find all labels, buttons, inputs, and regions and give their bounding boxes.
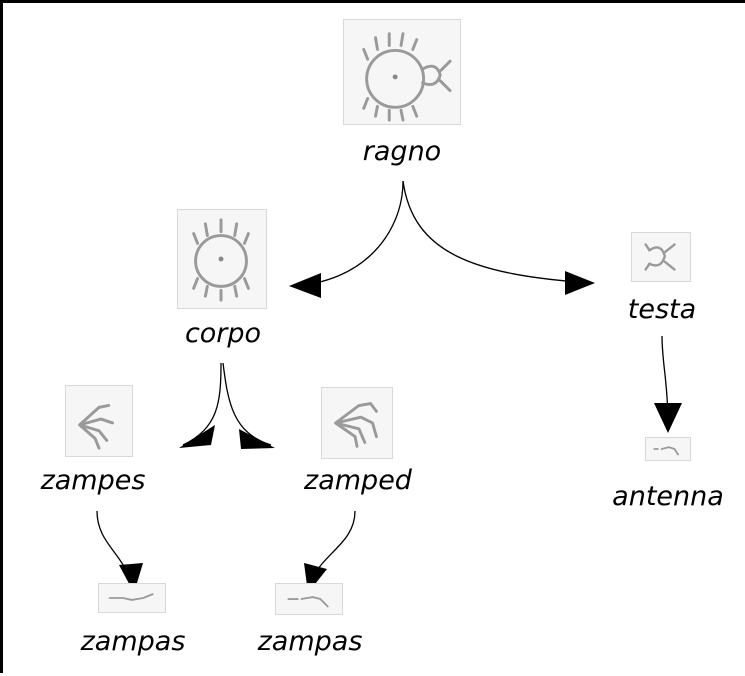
corpo-label: corpo bbox=[184, 318, 262, 349]
edge-corpo-zamped bbox=[222, 362, 272, 446]
zampas-right-label: zampas bbox=[257, 626, 363, 657]
zampas-right-thumbnail bbox=[275, 583, 343, 615]
zampas-left-label: zampas bbox=[80, 626, 186, 657]
leg-segment-icon bbox=[287, 596, 329, 608]
edges-layer bbox=[96, 180, 682, 593]
zamped-label: zamped bbox=[304, 465, 412, 496]
arrowhead-antenna bbox=[654, 403, 682, 433]
right-legs-icon bbox=[334, 401, 378, 448]
antenna-thumbnail bbox=[645, 437, 691, 461]
spider-icon bbox=[362, 32, 452, 122]
antenna-label: antenna bbox=[612, 481, 724, 512]
leg-segment-icon bbox=[108, 593, 154, 601]
edge-ragno-corpo bbox=[290, 180, 404, 287]
arrowhead-testa bbox=[565, 271, 595, 295]
edge-ragno-testa bbox=[402, 180, 592, 284]
ragno-label: ragno bbox=[362, 136, 442, 167]
arrowhead-zampas-left bbox=[119, 563, 143, 593]
arrowhead-corpo bbox=[289, 273, 321, 298]
edge-corpo-zampes bbox=[182, 362, 222, 446]
spider-head-icon bbox=[644, 243, 676, 271]
arrowhead-zamped bbox=[239, 429, 275, 449]
ragno-thumbnail bbox=[343, 19, 461, 125]
arrowhead-zampes bbox=[179, 425, 215, 448]
testa-thumbnail bbox=[631, 232, 691, 282]
left-legs-icon bbox=[78, 404, 115, 450]
testa-label: testa bbox=[627, 294, 697, 325]
zampes-label: zampes bbox=[40, 465, 146, 496]
antenna-icon bbox=[653, 446, 679, 456]
zampes-thumbnail bbox=[65, 385, 133, 457]
spider-body-icon bbox=[192, 218, 250, 302]
corpo-thumbnail bbox=[177, 209, 267, 309]
zampas-left-thumbnail bbox=[98, 583, 166, 613]
zamped-thumbnail bbox=[321, 387, 393, 459]
